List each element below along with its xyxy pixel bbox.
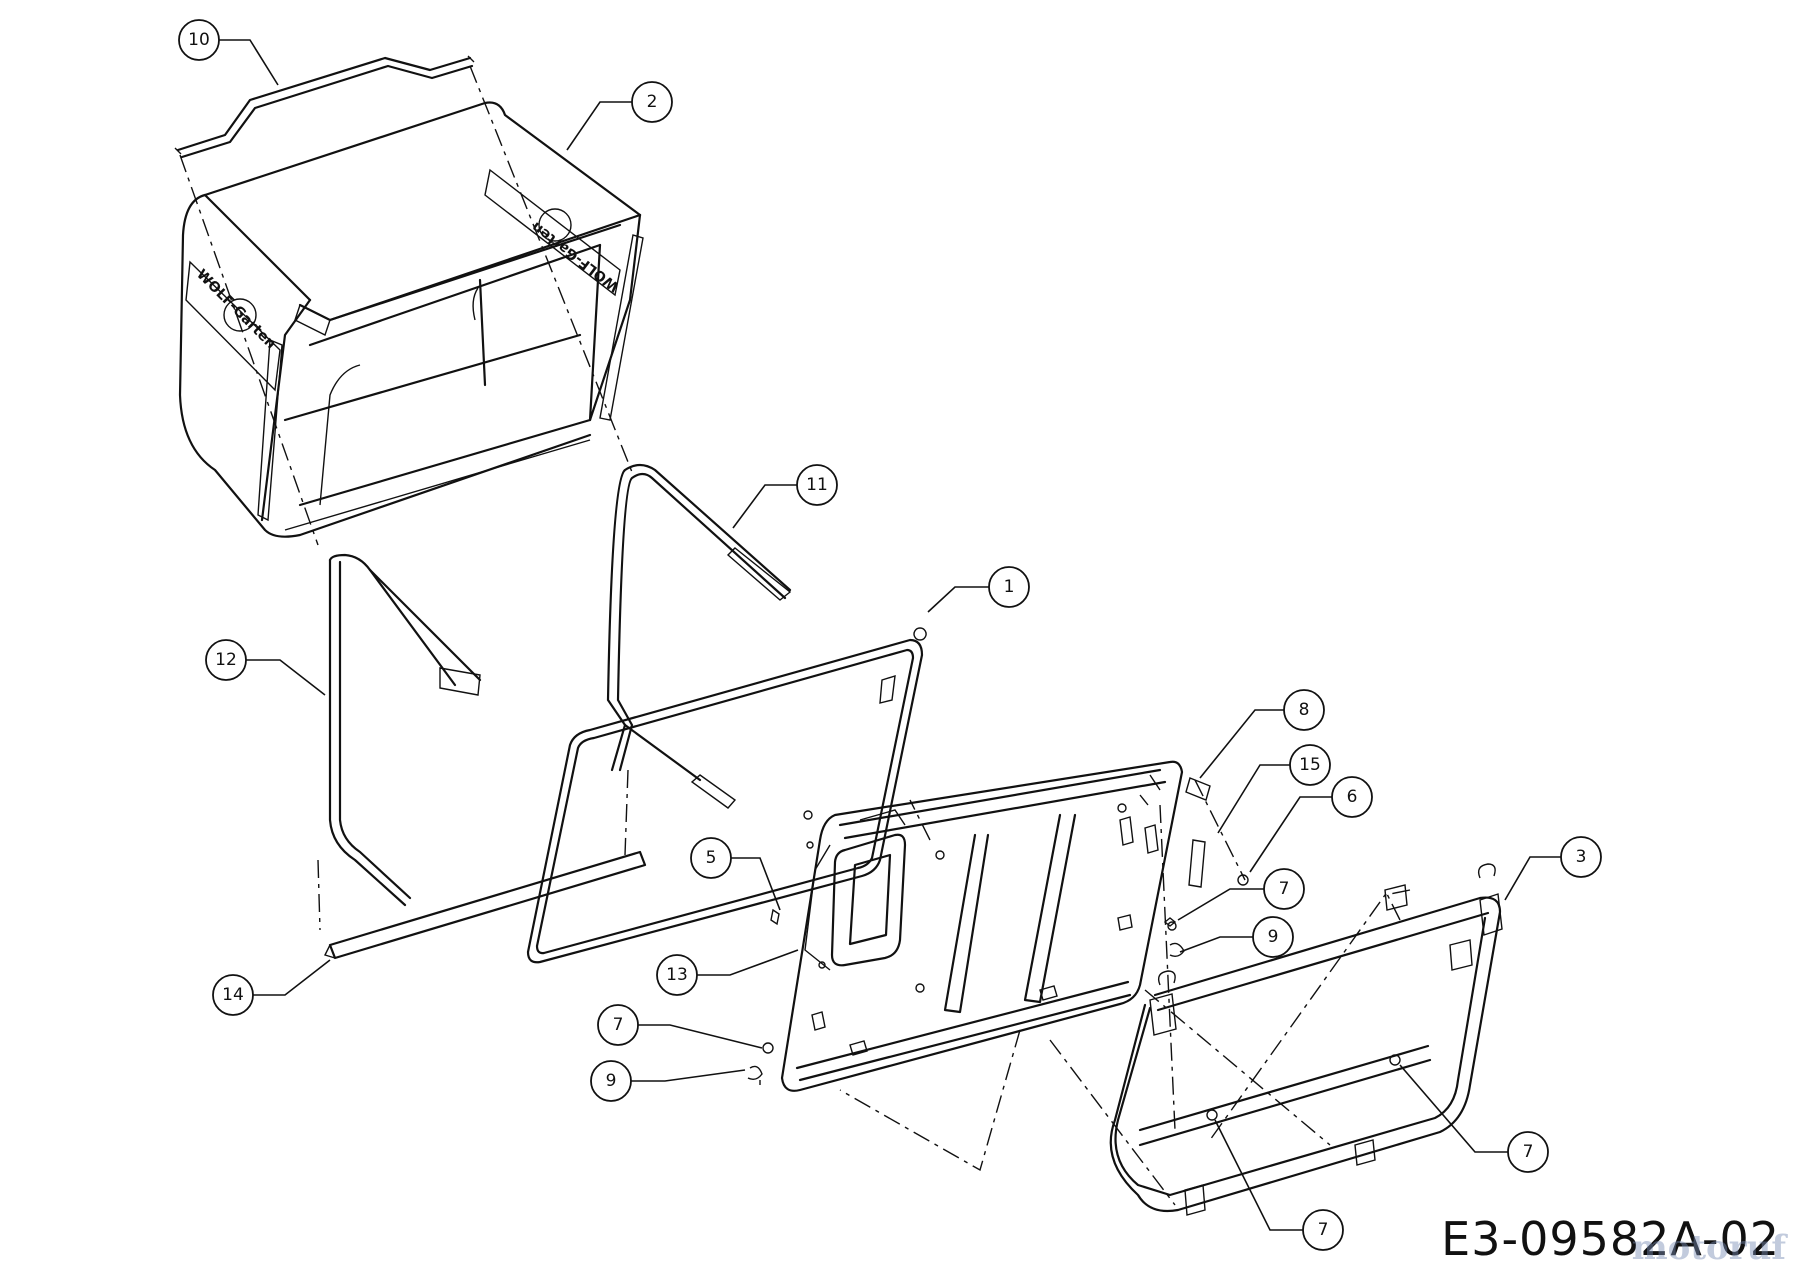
- part-12-frame-tube-left: [328, 553, 482, 907]
- part-10-top-handle: [174, 55, 475, 159]
- callout-11: 11: [732, 464, 838, 529]
- drawing-code-label: E3-09582A-02: [1441, 1212, 1780, 1266]
- callout-15: 15: [1217, 744, 1331, 834]
- callout-7c: 7: [1399, 1064, 1549, 1173]
- part-13-bag-lid: [780, 760, 1184, 1092]
- callout-9b: 9: [590, 1060, 746, 1102]
- svg-text:12: 12: [215, 650, 237, 670]
- svg-text:9: 9: [606, 1071, 617, 1091]
- svg-text:3: 3: [1576, 847, 1587, 867]
- callout-12: 12: [205, 639, 326, 696]
- part-1-seal-frame: [526, 627, 927, 964]
- svg-text:10: 10: [188, 30, 210, 50]
- logo-panel-right: WOLF-Garten: [484, 168, 622, 297]
- callout-7d: 7: [1214, 1119, 1344, 1251]
- svg-text:7: 7: [1318, 1220, 1329, 1240]
- svg-text:7: 7: [1523, 1142, 1534, 1162]
- part-3-bottom-frame: [1109, 863, 1503, 1216]
- svg-text:9: 9: [1268, 927, 1279, 947]
- callout-7a: 7: [1177, 868, 1305, 921]
- part-15-plate: [1188, 839, 1206, 888]
- svg-text:14: 14: [222, 985, 244, 1005]
- svg-text:1: 1: [1004, 577, 1015, 597]
- svg-text:13: 13: [666, 965, 688, 985]
- svg-text:7: 7: [1279, 879, 1290, 899]
- callout-10: 10: [178, 19, 279, 86]
- callout-9a: 9: [1179, 916, 1294, 958]
- callout-3: 3: [1504, 836, 1602, 901]
- callout-2: 2: [566, 81, 673, 151]
- callout-5: 5: [690, 837, 781, 911]
- part-2-grass-bag: WOLF-Garten WOLF-Garten: [178, 101, 644, 538]
- callout-6: 6: [1249, 776, 1373, 873]
- svg-text:2: 2: [647, 92, 658, 112]
- part-8-plate: [1185, 777, 1211, 801]
- callout-13: 13: [656, 949, 799, 996]
- callout-7b: 7: [597, 1004, 763, 1049]
- svg-text:WOLF-Garten: WOLF-Garten: [193, 267, 279, 353]
- assembly-lines: [179, 65, 1411, 1206]
- svg-text:11: 11: [806, 475, 828, 495]
- watermark: motoruf: [1631, 1228, 1786, 1268]
- part-11-frame-tube-right: [606, 463, 792, 809]
- svg-text:15: 15: [1299, 755, 1321, 775]
- svg-text:5: 5: [706, 848, 717, 868]
- svg-text:7: 7: [613, 1015, 624, 1035]
- svg-text:8: 8: [1299, 700, 1310, 720]
- callout-1: 1: [927, 566, 1030, 613]
- logo-panel-left: WOLF-Garten: [185, 260, 281, 392]
- callout-8: 8: [1199, 689, 1325, 779]
- callout-14: 14: [212, 959, 331, 1016]
- svg-text:6: 6: [1347, 787, 1358, 807]
- part-14-bottom-strip: [324, 850, 647, 960]
